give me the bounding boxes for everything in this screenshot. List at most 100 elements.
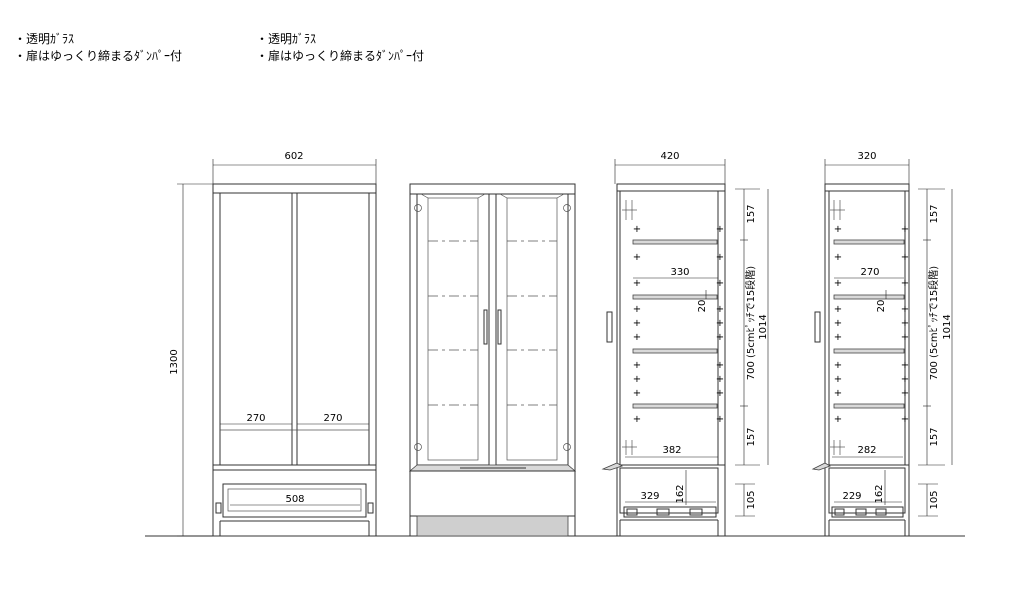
- depth-label: 320: [857, 151, 876, 162]
- svg-text:+: +: [901, 374, 909, 385]
- shelf-pin-holes: ++ ++ ++ ++ ++ ++ ++ ++ ++ ++: [633, 224, 724, 425]
- shelf: [833, 403, 905, 409]
- shelf: [833, 239, 905, 245]
- svg-text:+: +: [834, 278, 842, 289]
- shelf-thickness: 20: [876, 300, 887, 313]
- svg-text:+: +: [633, 360, 641, 371]
- hinge-mark: [830, 200, 845, 455]
- inner-width: 282: [857, 445, 876, 456]
- drawer-height: 162: [874, 484, 885, 503]
- note-glass: ・透明ｶﾞﾗｽ: [14, 32, 75, 46]
- hinge-icon: [414, 443, 422, 451]
- note-damper: ・扉はゆっくり締まるﾀﾞﾝﾊﾟｰ付: [256, 49, 425, 63]
- right-door-width: 270: [323, 413, 342, 424]
- top-gap-dim: 157: [929, 204, 940, 223]
- shelf: [632, 294, 718, 300]
- drawer-front: [409, 470, 576, 517]
- svg-text:+: +: [901, 318, 909, 329]
- shelf-pitch-dim: 700 (5cmﾋﾟｯﾁで15段階): [927, 266, 940, 380]
- shelf: [632, 239, 718, 245]
- drawer-zone-dim: 105: [929, 490, 940, 509]
- note-glass: ・透明ｶﾞﾗｽ: [256, 32, 317, 46]
- svg-text:+: +: [716, 304, 724, 315]
- shelf-pitch-dim: 700 (5cmﾋﾟｯﾁで15段階): [744, 266, 757, 380]
- left-handle: [483, 309, 488, 345]
- left-door-width: 270: [246, 413, 265, 424]
- inner-width: 382: [662, 445, 681, 456]
- svg-text:+: +: [633, 278, 641, 289]
- spec-notes-left: ・透明ｶﾞﾗｽ ・扉はゆっくり締まるﾀﾞﾝﾊﾟｰ付: [14, 31, 182, 65]
- svg-text:+: +: [834, 414, 842, 425]
- inner-height-dim: 1014: [942, 314, 953, 339]
- svg-text:+: +: [716, 388, 724, 399]
- bottom-gap-dim: 157: [929, 427, 940, 446]
- cabinet-body: [212, 183, 377, 537]
- svg-text:+: +: [633, 374, 641, 385]
- svg-text:+: +: [901, 360, 909, 371]
- shelf-pin-holes: ++ ++ ++ ++ ++ ++ ++ ++ ++ ++: [834, 224, 909, 425]
- inner-height-dim: 1014: [758, 314, 769, 339]
- svg-text:+: +: [633, 318, 641, 329]
- right-hinge-icon: [367, 502, 374, 514]
- svg-text:+: +: [716, 252, 724, 263]
- front-view-closed: 602 1300 270 270 508: [169, 151, 377, 537]
- svg-text:+: +: [633, 388, 641, 399]
- drawer-rail: [623, 506, 717, 518]
- left-hinge-icon: [215, 502, 222, 514]
- width-label: 602: [284, 151, 303, 162]
- svg-text:+: +: [834, 224, 842, 235]
- drawer-box: [828, 467, 906, 514]
- svg-text:+: +: [901, 304, 909, 315]
- svg-text:+: +: [633, 332, 641, 343]
- svg-text:+: +: [834, 252, 842, 263]
- hinge-icon: [563, 204, 571, 212]
- hinge-icon: [414, 204, 422, 212]
- top-gap-dim: 157: [746, 204, 757, 223]
- svg-text:+: +: [901, 278, 909, 289]
- drawer-width: 329: [640, 491, 659, 502]
- svg-text:+: +: [716, 224, 724, 235]
- shelf: [632, 403, 718, 409]
- cabinet-body: [409, 183, 576, 537]
- svg-text:+: +: [716, 414, 724, 425]
- svg-text:+: +: [716, 374, 724, 385]
- svg-text:+: +: [834, 318, 842, 329]
- svg-text:+: +: [716, 360, 724, 371]
- left-glass-pane: [427, 197, 479, 461]
- note-damper: ・扉はゆっくり締まるﾀﾞﾝﾊﾟｰ付: [14, 49, 183, 63]
- svg-text:+: +: [633, 414, 641, 425]
- svg-text:+: +: [716, 318, 724, 329]
- right-handle: [497, 309, 502, 345]
- side-view-420: 420 ++ ++ ++ ++ ++ ++ ++ ++ ++ ++: [601, 151, 769, 537]
- drawer-width: 508: [285, 494, 304, 505]
- svg-text:+: +: [901, 224, 909, 235]
- depth-label: 420: [660, 151, 679, 162]
- drawer-pull: [601, 462, 623, 471]
- hinge-icon: [563, 443, 571, 451]
- shelves: [428, 240, 557, 406]
- cabinet-side-body: [824, 183, 910, 537]
- shelf: [632, 348, 718, 354]
- drawer: [222, 483, 367, 518]
- svg-text:+: +: [834, 304, 842, 315]
- shelf: [833, 348, 905, 354]
- shelf-width: 330: [670, 267, 689, 278]
- svg-text:+: +: [901, 388, 909, 399]
- svg-text:+: +: [901, 414, 909, 425]
- side-view-320: 320 ++ ++ ++ ++ ++ ++ ++ ++ ++ ++: [811, 151, 953, 537]
- height-label: 1300: [169, 349, 180, 374]
- svg-text:+: +: [633, 304, 641, 315]
- shelf-width: 270: [860, 267, 879, 278]
- spec-notes-right: ・透明ｶﾞﾗｽ ・扉はゆっくり締まるﾀﾞﾝﾊﾟｰ付: [256, 31, 424, 65]
- svg-text:+: +: [901, 252, 909, 263]
- svg-text:+: +: [834, 388, 842, 399]
- cabinet-side-body: [616, 183, 726, 537]
- drawer-width: 229: [842, 491, 861, 502]
- svg-text:+: +: [834, 360, 842, 371]
- bottom-gap-dim: 157: [746, 427, 757, 446]
- shelf-thickness: 20: [697, 300, 708, 313]
- door-handle: [814, 311, 821, 343]
- svg-text:+: +: [834, 374, 842, 385]
- drawer-rail: [831, 506, 904, 518]
- hinge-mark: [622, 200, 637, 455]
